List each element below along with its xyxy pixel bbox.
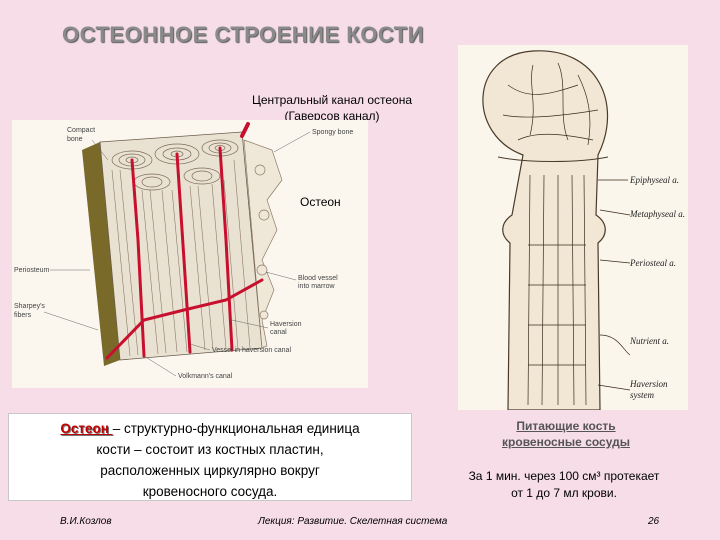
periosteum-band [82, 142, 120, 366]
bone-blood-supply-diagram: Epiphyseal a. Metaphyseal a. Periosteal … [458, 45, 688, 411]
definition-line3: расположенных циркулярно вокруг [100, 463, 320, 478]
blood-flow-line2: от 1 до 7 мл крови. [511, 486, 617, 500]
vessels-heading-line2: кровеносные сосуды [502, 435, 630, 449]
growth-plate-line [497, 156, 609, 162]
haversion-canal-label-2: canal [270, 329, 287, 336]
vessel-top-stub [240, 122, 250, 138]
vessel-network [502, 62, 631, 406]
sharpeys-label-1: Sharpey's [14, 303, 45, 310]
central-canal-label-line2: (Гаверсов канал) [284, 109, 380, 123]
osteon-definition-box: Остеон – структурно-функциональная едини… [8, 413, 412, 501]
leader-lines [43, 131, 311, 377]
vessels-heading-line1: Питающие кость [516, 419, 616, 433]
spongy-bone [243, 139, 283, 349]
definition-line2: кости – состоит из костных пластин, [96, 442, 324, 457]
vessels-heading: Питающие кость кровеносные сосуды [466, 418, 666, 450]
haversian-vessel-1 [130, 158, 146, 358]
blood-vessel-label-2: into marrow [298, 283, 336, 290]
footer-page-number: 26 [648, 516, 660, 527]
periosteum-label: Periosteum [14, 267, 50, 274]
spongy-bone-label: Spongy bone [312, 129, 353, 136]
slide-title: ОСТЕОННОЕ СТРОЕНИЕ КОСТИ [62, 22, 424, 47]
definition-line4: кровеносного сосуда. [142, 484, 278, 499]
volkmann-vessel [105, 278, 264, 360]
volkmann-label: Volkmann's canal [178, 373, 233, 380]
footer-author: В.И.Козлов [60, 516, 112, 527]
haversion-system-label-1: Haversion [629, 379, 668, 389]
bone-outline [482, 50, 609, 411]
osteon-diagram: Compact bone Spongy bone Periosteum Shar… [12, 120, 368, 388]
compact-bone-block [99, 131, 263, 361]
central-canal-label-line1: Центральный канал остеона [251, 93, 413, 107]
definition-term: Остеон [60, 421, 113, 436]
footer-lecture: Лекция: Развитие. Скелетная система [258, 516, 448, 527]
blood-vessel-label-1: Blood vessel [298, 275, 338, 282]
vessel-haversion-label: Vessel in haversion canal [212, 347, 291, 354]
compact-bone-label-2: bone [67, 136, 83, 143]
lamellae-lines [111, 159, 251, 357]
compact-bone-label-1: Compact [67, 127, 95, 134]
osteon-diagram-svg: Compact bone Spongy bone Periosteum Shar… [14, 122, 353, 380]
blood-vessels [105, 122, 264, 360]
sharpeys-label-2: fibers [14, 312, 32, 319]
definition-line1-text: – структурно-функциональная единица [112, 421, 360, 436]
epiphyseal-label: Epiphyseal a. [629, 175, 679, 185]
blood-flow-line1: За 1 мин. через 100 см³ протекает [468, 469, 660, 483]
osteon-label: Остеон [300, 195, 341, 209]
metaphyseal-label: Metaphyseal a. [629, 209, 685, 219]
central-canal-label: Центральный канал остеона (Гаверсов кана… [222, 92, 442, 124]
haversion-canal-label-1: Haversion [270, 321, 302, 328]
periosteal-label: Periosteal a. [629, 258, 676, 268]
haversion-system-label-2: system [630, 390, 654, 400]
blood-flow-text: За 1 мин. через 100 см³ протекает от 1 д… [444, 468, 684, 502]
bone-blood-supply-svg: Epiphyseal a. Metaphyseal a. Periosteal … [482, 50, 685, 411]
nutrient-label: Nutrient a. [629, 336, 669, 346]
haversian-vessel-2 [175, 152, 192, 354]
haversian-vessel-3 [218, 146, 234, 352]
definition-line1: Остеон – структурно-функциональная едини… [15, 418, 405, 439]
